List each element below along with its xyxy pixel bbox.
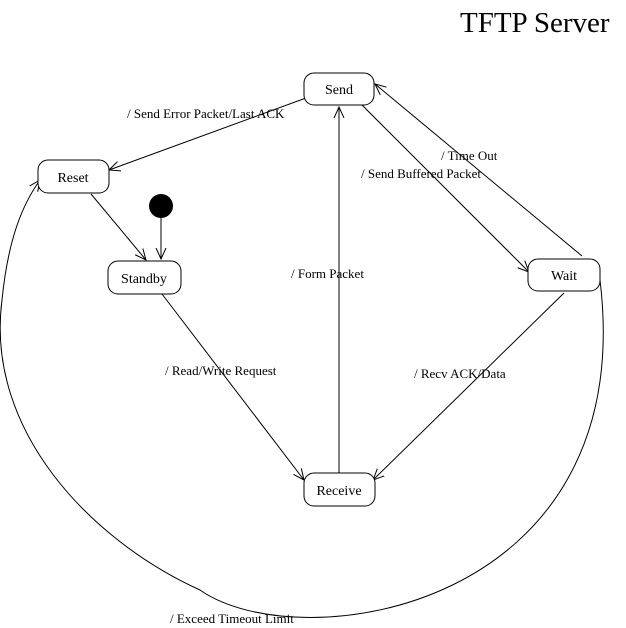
transition-wait-to-receive xyxy=(373,292,565,480)
label-send-error-packet: / Send Error Packet/Last ACK xyxy=(127,106,285,121)
state-reset: Reset xyxy=(37,159,110,194)
state-standby-label: Standby xyxy=(121,272,167,287)
label-exceed-timeout-limit: / Exceed Timeout Limit xyxy=(170,611,294,626)
state-send: Send xyxy=(303,72,375,106)
transition-reset-to-standby xyxy=(90,193,146,260)
state-wait-label: Wait xyxy=(551,269,577,284)
label-form-packet: / Form Packet xyxy=(291,266,364,281)
state-receive-label: Receive xyxy=(316,484,361,499)
state-reset-label: Reset xyxy=(57,171,88,186)
state-standby: Standby xyxy=(107,260,182,295)
state-receive: Receive xyxy=(303,472,376,507)
label-time-out: / Time Out xyxy=(441,148,498,163)
transition-standby-to-receive xyxy=(161,293,304,480)
label-recv-ack-data: / Recv ACK/Data xyxy=(414,366,506,381)
transition-send-to-wait xyxy=(360,103,529,272)
initial-state-marker xyxy=(149,194,173,218)
state-wait: Wait xyxy=(527,258,601,292)
transition-send-to-reset xyxy=(109,97,307,170)
diagram-title: TFTP Server xyxy=(460,7,610,39)
transition-wait-to-send xyxy=(375,84,583,257)
label-send-buffered-packet: / Send Buffered Packet xyxy=(361,166,481,181)
transition-wait-to-reset xyxy=(0,180,604,618)
label-read-write-request: / Read/Write Request xyxy=(165,363,277,378)
state-send-label: Send xyxy=(325,83,353,98)
